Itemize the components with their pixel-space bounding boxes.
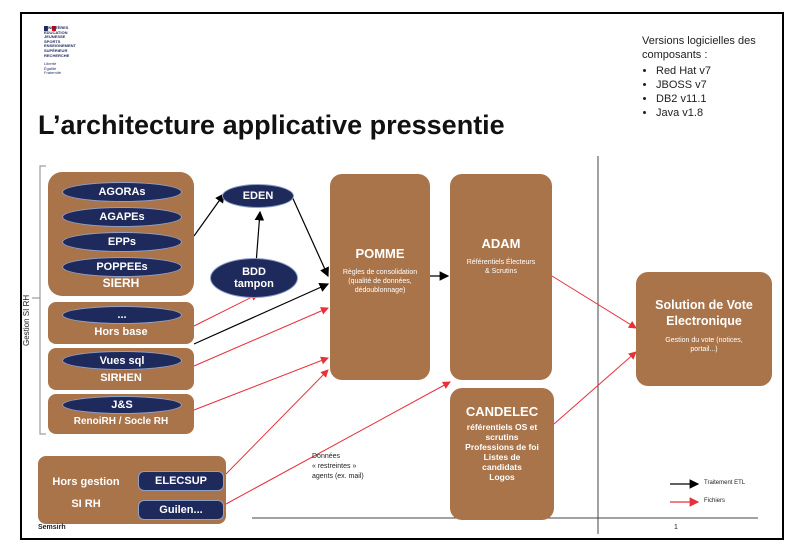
- adam-title: ADAM: [481, 236, 521, 251]
- logo-line: MINISTÈRES: [44, 25, 69, 30]
- sirhen-label: SIRHEN: [100, 372, 142, 384]
- bdd-label: BDD: [242, 266, 266, 278]
- logo-line: RECHERCHE: [44, 52, 70, 58]
- candelec-line: Logos: [489, 472, 515, 482]
- renoirh-label: RenoiRH / Socle RH: [73, 416, 169, 427]
- candelec-title: CANDELEC: [465, 404, 539, 419]
- eden-database: EDEN: [222, 184, 294, 208]
- adam-box: [450, 174, 552, 380]
- logo-line: ÉDUCATION: [44, 29, 68, 35]
- candelec-line: Listes de: [483, 452, 521, 462]
- donnees-note: Données « restreintes » agents (ex. mail…: [312, 452, 402, 482]
- page-title: L’architecture applicative pressentie: [38, 110, 505, 140]
- note-line: Données: [312, 453, 341, 460]
- app-pill-poppees: POPPEEs: [62, 257, 182, 277]
- candelec-line: scrutins: [485, 432, 519, 442]
- legend-fichiers-label: Fichiers: [704, 498, 726, 504]
- version-item: Red Hat v7: [656, 64, 782, 78]
- versions-box: Versions logicielles des composants : Re…: [642, 34, 782, 120]
- js-pill: J&S: [62, 396, 182, 414]
- vote-desc: Gestion du vote (notices, portail...): [665, 337, 743, 353]
- note-line: agents (ex. mail): [312, 473, 364, 480]
- vues-sql-pill: Vues sql: [62, 351, 182, 370]
- app-pill-agoras: AGORAs: [62, 182, 182, 202]
- version-item: DB2 v11.1: [656, 92, 782, 106]
- candelec-line: candidats: [482, 462, 522, 472]
- adam-desc: Référentiels Électeurs & Scrutins: [466, 259, 536, 275]
- vote-title-1: Solution de Vote: [655, 298, 753, 312]
- vote-solution-box: [636, 272, 772, 386]
- logo-line: Fraternité: [44, 70, 62, 76]
- version-item: Java v1.8: [656, 106, 782, 120]
- version-item: JBOSS v7: [656, 78, 782, 92]
- ministry-logo: MINISTÈRES ÉDUCATION JEUNESSE SPORTS ENS…: [44, 25, 90, 76]
- hors-base-pill: ...: [62, 306, 182, 324]
- logo-line: SUPÉRIEUR: [44, 47, 68, 53]
- legend-etl-label: Traitement ETL: [704, 480, 746, 486]
- app-pill-agapes: AGAPEs: [62, 207, 182, 227]
- sierh-label: SIERH: [102, 276, 140, 290]
- elecsup-pill: ELECSUP: [138, 471, 224, 491]
- bdd-tampon-database: BDD tampon: [210, 258, 298, 298]
- logo-line: JEUNESSE: [44, 34, 66, 40]
- candelec-line: Professions de foi: [465, 442, 539, 452]
- pomme-title: POMME: [355, 246, 405, 261]
- gestion-si-rh-label: Gestion SI RH: [22, 294, 31, 346]
- page-number: 1: [674, 524, 678, 531]
- footer-left: Semsirh: [38, 524, 66, 531]
- versions-heading: Versions logicielles des composants :: [642, 35, 756, 61]
- app-pill-epps: EPPs: [62, 232, 182, 252]
- candelec-box: [450, 388, 554, 520]
- tampon-label: tampon: [234, 278, 274, 290]
- pomme-box: [330, 174, 430, 380]
- logo-line: Égalité: [44, 65, 57, 71]
- candelec-details: référentiels OS et scrutins Professions …: [452, 422, 552, 482]
- hors-base-label: Hors base: [94, 326, 148, 338]
- slide: MINISTÈRES ÉDUCATION JEUNESSE SPORTS ENS…: [20, 12, 784, 540]
- hors-gestion-label: Hors gestion: [52, 476, 120, 488]
- logo-line: Liberté: [44, 61, 57, 67]
- logo-line: ENSEIGNEMENT: [44, 43, 77, 49]
- note-line: « restreintes »: [312, 463, 357, 470]
- connector-lines: [32, 156, 758, 534]
- vote-title-2: Electronique: [666, 314, 742, 328]
- guilen-pill: Guilen...: [138, 500, 224, 520]
- si-rh-label: SI RH: [71, 498, 101, 510]
- candelec-line: référentiels OS et: [466, 422, 538, 432]
- pomme-desc: Règles de consolidation (qualité de donn…: [342, 269, 418, 294]
- logo-line: SPORTS: [44, 38, 61, 44]
